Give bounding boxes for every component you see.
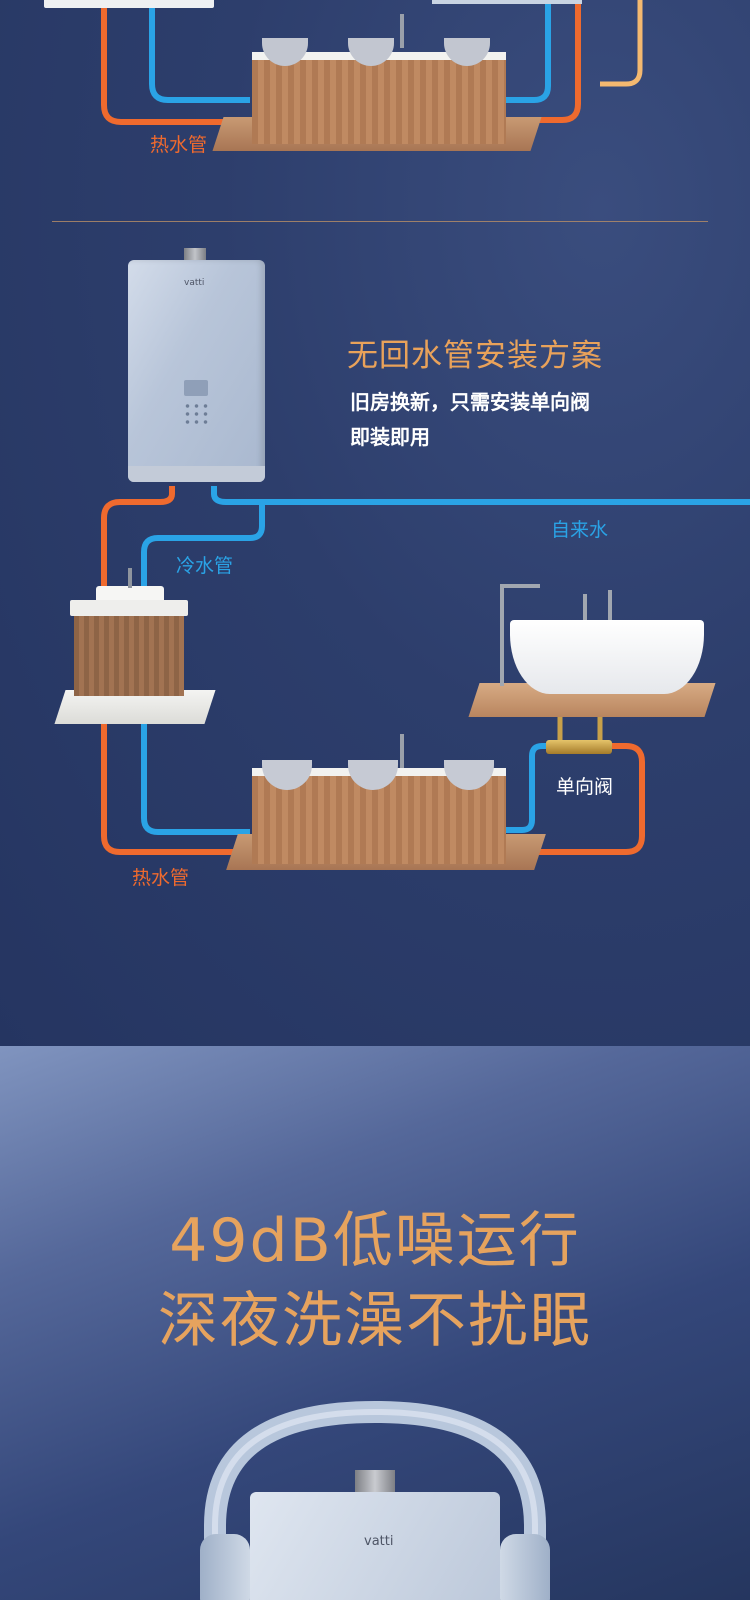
heater-control-buttons bbox=[183, 402, 209, 424]
bathtub bbox=[510, 620, 704, 694]
check-valve-label: 单向阀 bbox=[556, 776, 614, 798]
cold-pipe-label: 冷水管 bbox=[176, 555, 234, 577]
install-plan-title: 无回水管安装方案 bbox=[347, 338, 603, 374]
noise-section: 49dB低噪运行 深夜洗澡不扰眠 vatti bbox=[0, 1046, 750, 1600]
basin-bowl bbox=[96, 586, 164, 600]
bathtub-tap-2 bbox=[608, 590, 612, 620]
noise-heater-flue bbox=[355, 1470, 395, 1494]
bathtub-faucet-arm bbox=[500, 584, 540, 588]
heater-display bbox=[184, 380, 208, 396]
top-bathtub-edge bbox=[432, 0, 582, 4]
install-plan-subtitle-1: 旧房换新，只需安装单向阀 bbox=[350, 390, 590, 414]
bathtub-tap-1 bbox=[583, 594, 587, 620]
hot-pipe-label: 热水管 bbox=[132, 867, 190, 889]
heater-brand-logo: vatti bbox=[184, 278, 205, 288]
headphones-graphic bbox=[204, 1400, 546, 1600]
piping-diagram-section: 热水管 vatti 无回水管安装方案 旧房换新，只需安装单向阀 即装即用 自来水… bbox=[0, 0, 750, 1046]
noise-headline-1: 49dB低噪运行 bbox=[169, 1206, 581, 1276]
top-basin-counter-edge bbox=[44, 0, 214, 8]
heater-bottom-strip bbox=[128, 466, 265, 482]
headphone-left-cup bbox=[200, 1534, 250, 1600]
basin-faucet bbox=[128, 568, 132, 588]
heater-flue bbox=[184, 248, 206, 262]
check-valve bbox=[546, 740, 612, 754]
noise-headline-2: 深夜洗澡不扰眠 bbox=[158, 1286, 592, 1356]
water-heater: vatti bbox=[128, 248, 265, 482]
section-divider bbox=[52, 221, 708, 222]
island-faucet bbox=[400, 734, 404, 768]
basin-top bbox=[70, 600, 188, 616]
top-hot-pipe-label: 热水管 bbox=[150, 134, 208, 156]
heater-body bbox=[128, 260, 265, 482]
basin-cabinet bbox=[74, 612, 184, 696]
bathtub-faucet-pole bbox=[500, 586, 504, 686]
top-faucet bbox=[400, 14, 404, 48]
install-plan-subtitle-2: 即装即用 bbox=[350, 425, 430, 449]
headphone-right-cup bbox=[500, 1534, 550, 1600]
pipe-lines bbox=[101, 0, 750, 855]
tap-water-label: 自来水 bbox=[551, 519, 609, 541]
noise-heater-body bbox=[250, 1492, 500, 1600]
noise-heater-brand-logo: vatti bbox=[364, 1534, 394, 1549]
